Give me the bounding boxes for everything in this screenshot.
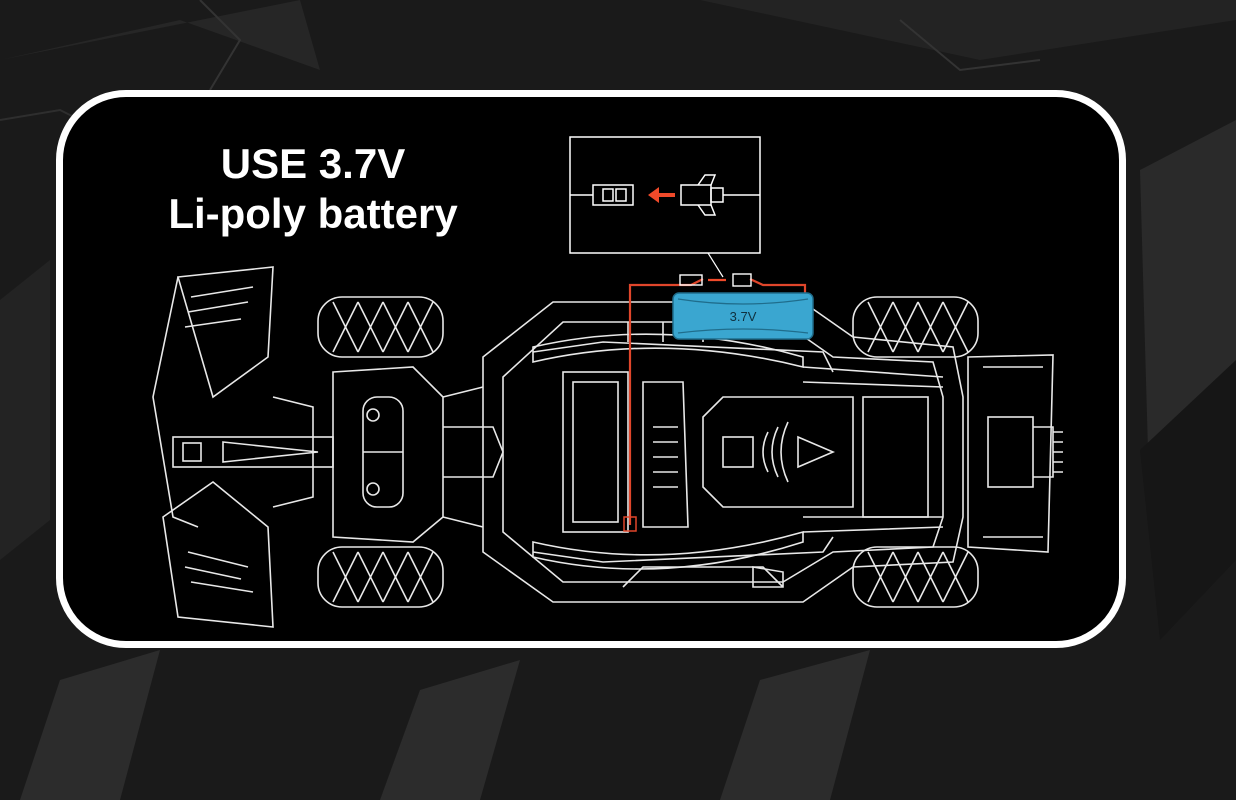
nose-cone xyxy=(172,396,334,508)
rear-wing xyxy=(967,354,1063,553)
connector-callout xyxy=(569,136,761,278)
side-pods xyxy=(532,333,944,570)
battery-pack: 3.7V xyxy=(672,292,814,340)
headline-line-2: Li-poly battery xyxy=(168,190,458,237)
connector-socket-icon xyxy=(680,174,724,216)
battery-info-panel: 3.7V USE 3.7V Li-poly battery xyxy=(56,90,1126,648)
front-left-wheel xyxy=(317,296,444,358)
connector-plug-icon xyxy=(592,184,634,206)
front-right-wheel xyxy=(317,546,444,608)
car-chassis-diagram: 3.7V xyxy=(152,136,1063,628)
wire-terminal xyxy=(623,516,637,532)
rear-left-wheel xyxy=(852,296,979,358)
front-suspension xyxy=(332,366,504,543)
headline-line-1: USE 3.7V xyxy=(220,140,406,187)
front-wing xyxy=(152,266,274,628)
rear-right-wheel xyxy=(852,546,979,608)
battery-headline: USE 3.7V Li-poly battery xyxy=(133,139,493,239)
insert-arrow-icon xyxy=(648,187,675,203)
wire-connector xyxy=(679,273,752,287)
battery-label: 3.7V xyxy=(730,309,757,324)
